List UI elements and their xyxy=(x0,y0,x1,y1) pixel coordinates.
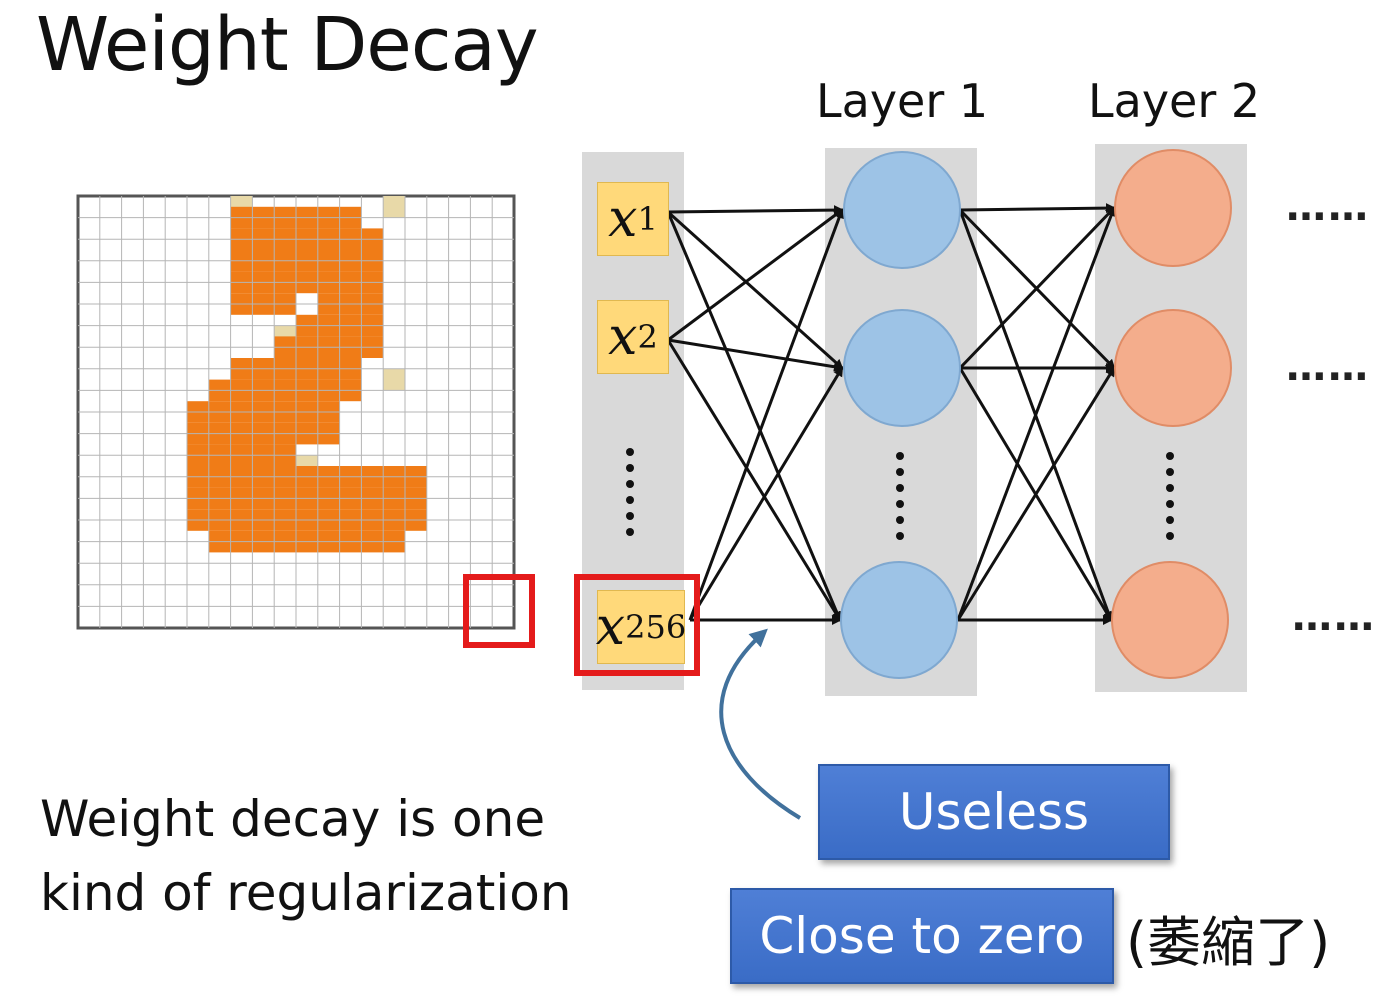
close-to-zero-label: Close to zero xyxy=(730,888,1114,984)
connection-edge xyxy=(688,208,844,621)
digit-pixel-partial xyxy=(383,368,405,391)
connection-edge xyxy=(688,366,844,621)
input-x2-name: x xyxy=(608,307,638,367)
description-line-1: Weight decay is one xyxy=(40,790,546,848)
layer-1-node xyxy=(840,561,958,679)
connection-edge xyxy=(666,211,842,622)
description-text: Weight decay is one kind of regularizati… xyxy=(40,782,600,930)
layer-2-node xyxy=(1114,149,1232,267)
layer-2-vertical-ellipsis xyxy=(1166,452,1174,540)
input-x1-name: x xyxy=(608,189,638,249)
input-vertical-ellipsis xyxy=(626,448,634,536)
useless-pointer-arrow xyxy=(719,628,802,820)
connection-edge xyxy=(667,208,844,342)
connection-edge xyxy=(666,339,842,622)
digit-image-grid xyxy=(76,194,516,630)
digit-pixel-partial xyxy=(383,196,405,218)
input-x2-sub: 2 xyxy=(637,318,658,356)
connection-edge xyxy=(956,366,1116,621)
layer-1-nodes xyxy=(840,151,961,679)
input-x256-sub: 256 xyxy=(625,608,687,646)
continuation-ellipsis: …… xyxy=(1286,184,1370,230)
continuation-ellipsis: …… xyxy=(1292,594,1376,640)
highlighted-pixel xyxy=(463,574,535,648)
connection-edge xyxy=(667,205,844,216)
useless-label: Useless xyxy=(818,764,1170,860)
highlighted-input xyxy=(574,574,700,676)
layer-2-node xyxy=(1111,561,1229,679)
layer-1-label: Layer 1 xyxy=(816,74,989,128)
connection-edge xyxy=(666,210,844,370)
input-x256-name: x xyxy=(595,597,626,657)
layer-1-vertical-ellipsis xyxy=(896,452,904,540)
page-title: Weight Decay xyxy=(36,2,539,88)
connection-edge xyxy=(667,338,844,372)
layer-2-label: Layer 2 xyxy=(1088,74,1261,128)
layer-1-node xyxy=(843,309,961,427)
connection-edge xyxy=(958,206,1116,370)
note-text: (萎縮了) xyxy=(1126,911,1331,974)
layer-1-node xyxy=(843,151,961,269)
connection-edge xyxy=(956,206,1116,621)
description-line-2: kind of regularization xyxy=(40,864,572,922)
layer-2-node xyxy=(1114,309,1232,427)
connection-edge xyxy=(959,203,1116,214)
network-connections xyxy=(666,203,1116,625)
layer-2-nodes xyxy=(1111,149,1232,679)
input-x1-sub: 1 xyxy=(637,200,658,238)
continuation-ellipsis: …… xyxy=(1286,344,1370,390)
